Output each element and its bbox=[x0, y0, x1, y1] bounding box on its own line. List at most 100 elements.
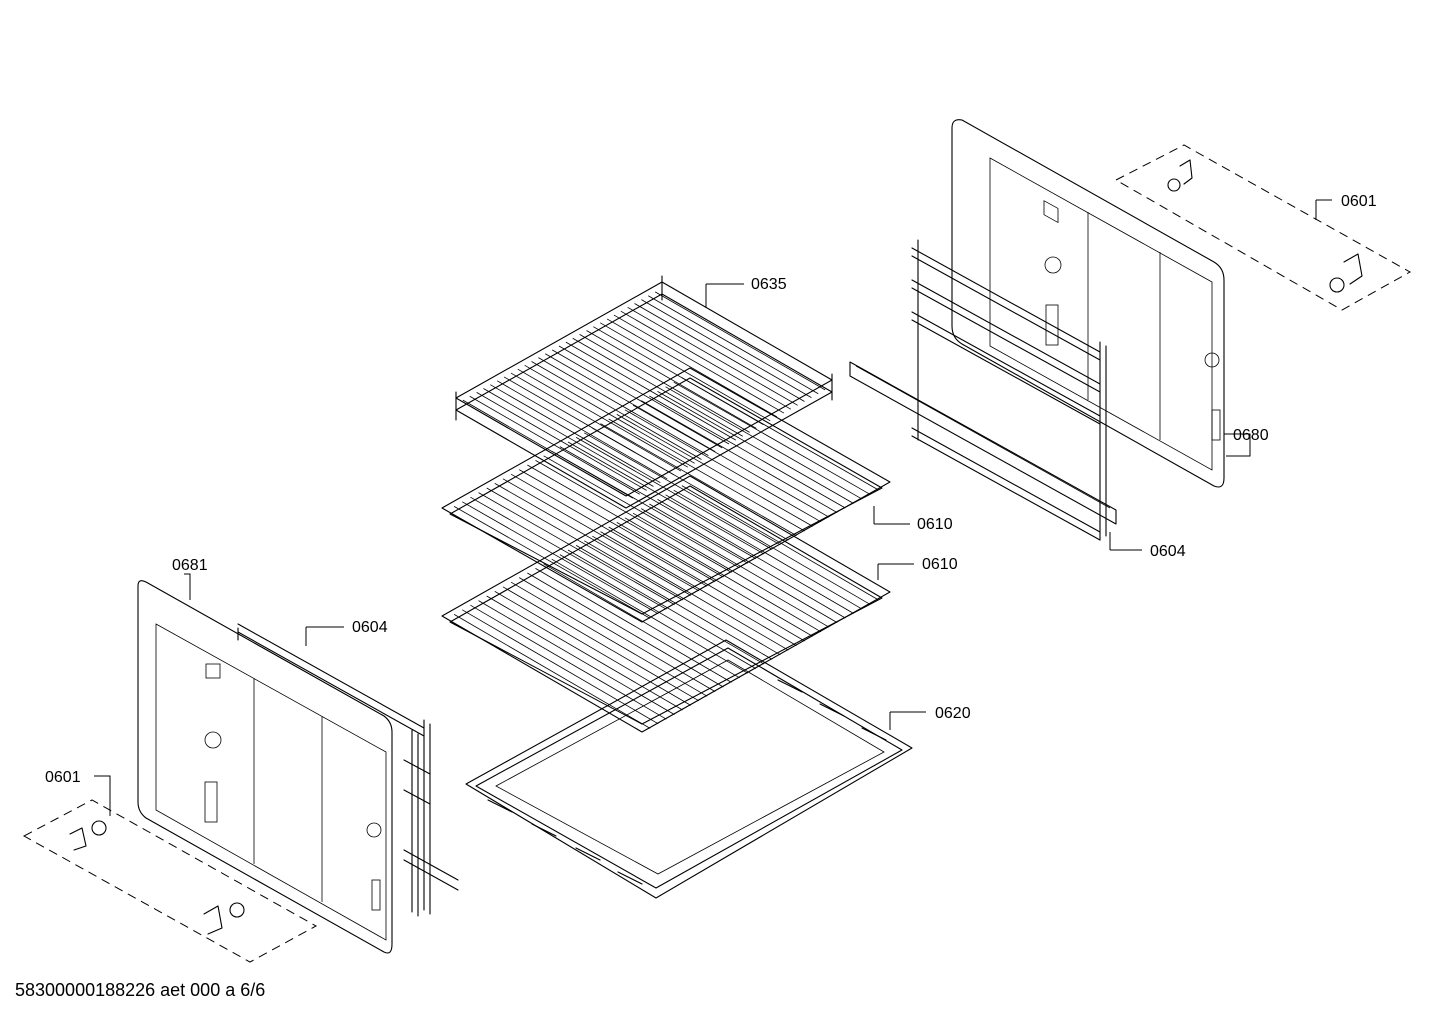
shelf-wire-bar bbox=[483, 388, 654, 487]
wire-shelf-middle bbox=[441, 367, 891, 623]
shelf-wire-bar bbox=[558, 345, 730, 445]
shelf-wire-bar bbox=[648, 295, 819, 395]
shelf-wire-bar bbox=[469, 395, 640, 495]
shelf-wire-bar bbox=[486, 595, 683, 711]
shelf-wire-bar bbox=[586, 330, 757, 429]
support-left bbox=[22, 799, 318, 963]
shelf-wire-bar bbox=[494, 483, 691, 596]
shelf-wire-bar bbox=[641, 400, 838, 513]
support-right bbox=[1114, 144, 1412, 311]
shelf-wire-bar bbox=[616, 522, 814, 637]
label-side-panel-right: 0680 bbox=[1233, 427, 1269, 444]
label-side-panel-left: 0681 bbox=[172, 557, 208, 574]
rail-left bbox=[237, 623, 459, 917]
shelf-wire-bar bbox=[657, 391, 854, 504]
shelf-wire-bar bbox=[584, 540, 781, 656]
shelf-wire-bar bbox=[490, 384, 661, 484]
shelf-wire-bar bbox=[543, 455, 740, 569]
label-wire-shelf-middle: 0610 bbox=[917, 516, 953, 533]
shelf-wire-bar bbox=[632, 404, 830, 518]
shelf-wire-bar bbox=[606, 318, 778, 418]
shelf-wire-bar bbox=[681, 485, 879, 600]
shelf-wire-bar bbox=[641, 299, 812, 398]
shelf-wire-bar bbox=[543, 563, 740, 679]
shelf-wire-bar bbox=[535, 460, 732, 573]
side-panel-left bbox=[137, 580, 393, 954]
wire-shelf-lower bbox=[441, 475, 891, 733]
shelf-wire-bar bbox=[600, 322, 771, 422]
shelf-wire-bar bbox=[654, 291, 826, 391]
shelf-wire-bar bbox=[462, 609, 659, 725]
shelf-wire-bar bbox=[497, 380, 668, 480]
label-rail-right: 0604 bbox=[1150, 543, 1186, 560]
shelf-wire-bar bbox=[634, 303, 805, 402]
shelf-wire-bar bbox=[665, 494, 862, 610]
label-rail-left: 0604 bbox=[352, 619, 388, 636]
shelf-wire-bar bbox=[608, 418, 805, 532]
shelf-wire-bar bbox=[551, 450, 748, 564]
shelf-wire-bar bbox=[470, 496, 667, 610]
shelf-wire-bar bbox=[575, 437, 773, 550]
shelf-wire-bar bbox=[681, 377, 879, 490]
shelf-wire-bar bbox=[616, 414, 813, 527]
shelf-wire-bar bbox=[470, 604, 667, 720]
label-support-left: 0601 bbox=[45, 769, 81, 786]
label-support-right: 0601 bbox=[1341, 193, 1377, 210]
part-labels: 0601 0635 0680 0610 0610 0604 0681 0604 … bbox=[45, 193, 1377, 786]
shelf-wire-bar bbox=[572, 337, 743, 437]
shelf-wire-bar bbox=[453, 614, 651, 729]
shelf-wire-bar bbox=[538, 357, 709, 456]
shelf-wire-bar bbox=[535, 568, 732, 683]
shelf-wire-bar bbox=[559, 554, 757, 669]
shelf-wire-bar bbox=[649, 503, 846, 619]
shelf-wire-bar bbox=[517, 368, 688, 468]
shelf-wire-bar bbox=[510, 372, 682, 472]
leader-lines bbox=[94, 199, 1332, 816]
shelf-wire-bar bbox=[575, 545, 773, 660]
shelf-wire-bar bbox=[624, 409, 822, 523]
label-baking-tray: 0620 bbox=[935, 705, 971, 722]
shelf-wire-bar bbox=[476, 392, 647, 491]
shelf-wire-bar bbox=[565, 341, 737, 441]
shelf-wire-bar bbox=[608, 526, 805, 642]
baking-tray bbox=[465, 639, 913, 899]
rail-right bbox=[849, 239, 1117, 541]
wire-shelf-top bbox=[455, 275, 833, 509]
shelf-wire-bar bbox=[510, 473, 708, 587]
shelf-wire-bar bbox=[551, 349, 723, 449]
shelf-wire-bar bbox=[673, 381, 870, 495]
shelf-wire-bar bbox=[486, 487, 683, 601]
shelf-wire-bar bbox=[531, 361, 702, 460]
shelf-wire-bar bbox=[640, 508, 838, 623]
shelf-wire-bar bbox=[462, 501, 659, 615]
shelf-wire-bar bbox=[592, 535, 789, 651]
shelf-wire-bar bbox=[502, 586, 700, 702]
shelf-wire-bar bbox=[613, 314, 785, 414]
shelf-wire-bar bbox=[673, 489, 870, 605]
shelf-wire-bar bbox=[665, 386, 862, 500]
shelf-wire-bar bbox=[545, 353, 716, 453]
shelf-wire-bar bbox=[510, 581, 708, 697]
shelf-wire-bar bbox=[559, 446, 757, 559]
shelf-wire-bar bbox=[567, 549, 765, 665]
shelf-wire-bar bbox=[551, 558, 748, 674]
shelf-wire-bar bbox=[632, 512, 830, 628]
shelf-wire-bar bbox=[624, 517, 822, 633]
shelf-wire-bar bbox=[527, 572, 724, 688]
shelf-wire-bar bbox=[527, 464, 724, 578]
shelf-wire-bar bbox=[627, 306, 798, 406]
shelf-wire-bar bbox=[567, 441, 765, 555]
shelf-wire-bar bbox=[478, 492, 675, 605]
drawing-reference-footer: 58300000188226 aet 000 a 6/6 bbox=[15, 980, 266, 1000]
shelf-wire-bar bbox=[494, 591, 692, 706]
shelf-wire-bar bbox=[519, 469, 716, 582]
shelf-wire-bar bbox=[657, 499, 854, 614]
shelf-wire-bar bbox=[649, 395, 846, 509]
shelf-wire-bar bbox=[592, 427, 789, 541]
shelf-wire-bar bbox=[524, 364, 695, 464]
shelf-wire-bar bbox=[584, 432, 781, 546]
shelf-wire-bar bbox=[600, 531, 797, 646]
shelf-wire-bar bbox=[600, 423, 797, 536]
shelf-wire-bar bbox=[579, 334, 750, 433]
